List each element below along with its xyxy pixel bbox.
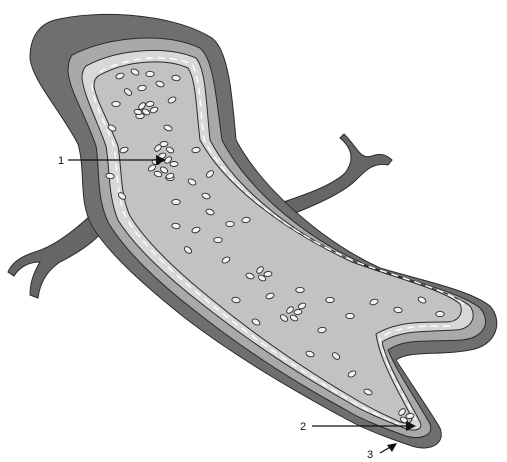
blood-cell (436, 311, 444, 316)
callout-3-label: 3 (367, 449, 373, 461)
blood-cell (214, 237, 222, 242)
blood-cell (264, 271, 273, 277)
blood-cell (326, 297, 334, 302)
callout-3: 3 (367, 443, 397, 461)
blood-cell (146, 71, 154, 76)
blood-cell (170, 161, 178, 166)
callout-2-label: 2 (300, 421, 306, 433)
blood-cell (226, 221, 234, 226)
blood-cell (146, 101, 155, 107)
blood-cell (294, 309, 303, 315)
callout-1-label: 1 (58, 155, 64, 167)
blood-cell (346, 313, 354, 318)
blood-cell (406, 413, 415, 419)
blood-cell (296, 287, 304, 292)
left-branch (8, 214, 104, 298)
blood-cell (172, 199, 180, 204)
blood-cell (112, 101, 120, 106)
blood-cell (160, 141, 169, 147)
